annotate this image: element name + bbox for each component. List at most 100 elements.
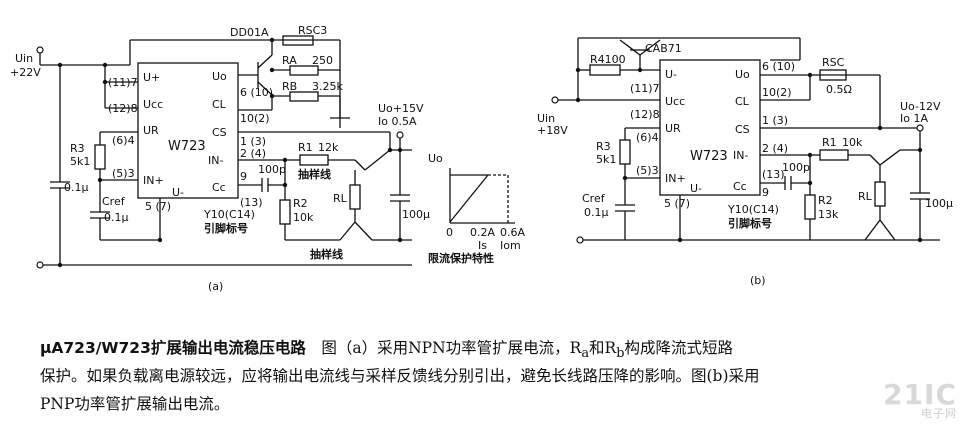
caption-line1-end: 构成降流式短路 xyxy=(624,339,733,357)
r4-label-b: R4100 xyxy=(590,53,626,66)
caption-line-1: μA723/W723扩展输出电流稳压电路 图（a）采用NPN功率管扩展电流，Ra… xyxy=(40,334,960,368)
r1-value-a: 12k xyxy=(318,141,339,154)
cin-value-a: 0.1μ xyxy=(64,181,89,194)
graph-xlabel-iom: Iom xyxy=(500,239,521,252)
pin-cc-num-a: 9 xyxy=(240,170,247,183)
pin-cc-b: Cc xyxy=(733,180,747,193)
pin-cs-num-a: 1 (3) xyxy=(240,135,266,148)
pin-cl-b: CL xyxy=(735,95,750,108)
graph-tick-0: 0 xyxy=(446,226,453,239)
watermark-text: 21IC xyxy=(883,378,957,411)
cref-value-b: 0.1μ xyxy=(584,206,609,219)
cref-label-b: Cref xyxy=(582,192,606,205)
rb-value: 3.25k xyxy=(312,80,343,93)
uin-terminal-a xyxy=(36,46,44,54)
pin-cc-num-b: (13) xyxy=(762,168,785,181)
pin-note2-a: 引脚标号 xyxy=(204,221,248,235)
uo-terminal-a xyxy=(396,131,404,139)
pin-inminus-a: IN- xyxy=(208,154,223,167)
r3-value-b: 5k1 xyxy=(596,153,616,166)
io-out-b: Io 1A xyxy=(900,112,928,125)
circuit-a-wiring xyxy=(39,35,412,266)
cout-b: 100μ xyxy=(925,197,953,210)
cc-cap-a: 100p xyxy=(258,163,286,176)
pin-ur-num-a: (6)4 xyxy=(112,134,135,147)
pin-note-b: Y10(C14) xyxy=(727,203,779,216)
pin-uplus-a: U+ xyxy=(143,71,160,84)
graph-y-label: Uo xyxy=(428,152,443,165)
pin-cs-b: CS xyxy=(735,123,750,136)
uo-out-b: Uo-12V xyxy=(900,100,941,113)
r2-value-b: 13k xyxy=(818,208,839,221)
pin-cc-a: Cc xyxy=(212,181,226,194)
chip-name-b: W723 xyxy=(690,149,728,164)
pin-cs-num-b: 1 (3) xyxy=(762,114,788,127)
uin-terminal-b xyxy=(551,96,559,104)
uo-terminal-b xyxy=(916,124,924,132)
schematic-canvas: Uin +22V (11)7 U+ (12)8 Ucc (6)4 UR (5)3… xyxy=(10,24,953,293)
graph-tick-1: 0.2A xyxy=(470,226,495,239)
transistor-a-label: DD01A xyxy=(230,26,269,39)
pin-uo-a: Uo xyxy=(212,70,227,83)
pin-inplus-b: IN+ xyxy=(665,172,686,185)
gnd-terminal-b xyxy=(576,236,584,244)
pin-ur-a: UR xyxy=(143,124,159,137)
pin-cc2-num-b: 9 xyxy=(762,186,769,199)
figure-label-a: (a) xyxy=(208,280,223,293)
pin-inplus-a: IN+ xyxy=(143,174,164,187)
pin-cl-num-a: 10(2) xyxy=(240,112,270,125)
uo-out-a: Uo+15V xyxy=(378,102,424,115)
pin-ucc-num-a: (12)8 xyxy=(108,102,138,115)
caption-title: μA723/W723扩展输出电流稳压电路 xyxy=(40,339,306,357)
pin-uminus-num-b: 5 (7) xyxy=(664,197,690,210)
pin-uminus-num-a: 5 (7) xyxy=(145,200,171,213)
rsc-label-b: RSC xyxy=(822,56,845,69)
io-out-a: Io 0.5A xyxy=(378,115,417,128)
pin-ur-b: UR xyxy=(665,122,681,135)
r2-value-a: 10k xyxy=(293,211,314,224)
pin-note-a: Y10(C14) xyxy=(203,208,255,221)
pin-cs-a: CS xyxy=(212,126,227,139)
figure-label-b: (b) xyxy=(750,274,766,287)
cref-value-a: 0.1μ xyxy=(104,211,129,224)
r2-label-a: R2 xyxy=(293,197,308,210)
uin-label-a: Uin xyxy=(15,52,33,65)
r1-value-b: 10k xyxy=(842,136,863,149)
pin-uo-b: Uo xyxy=(735,68,750,81)
graph-caption: 限流保护特性 xyxy=(428,251,494,265)
caption-line-3: PNP功率管扩展输出电流。 xyxy=(40,395,230,413)
caption-and: 和R xyxy=(589,339,617,357)
ra-label: RA xyxy=(282,54,297,67)
rl-label-b: RL xyxy=(858,190,873,203)
pin-utop-num-b: (11)7 xyxy=(630,82,660,95)
r1-label-a: R1 xyxy=(298,141,313,154)
transistor-b-label: CAB71 xyxy=(645,42,682,55)
pin-ur-num-b: (6)4 xyxy=(636,131,659,144)
pin-inminus-num-b: 2 (4) xyxy=(762,142,788,155)
r3-value-a: 5k1 xyxy=(70,155,90,168)
chip-name-a: W723 xyxy=(168,139,206,154)
caption-sub-a: a xyxy=(581,346,590,362)
uin-label-b: Uin xyxy=(537,112,555,125)
watermark-logo: 21IC 电子网 xyxy=(883,378,957,421)
caption-sub-b: b xyxy=(616,346,625,362)
cout-a: 100μ xyxy=(402,208,430,221)
graph-xlabel-is: Is xyxy=(478,239,487,252)
ra-value: 250 xyxy=(312,54,333,67)
caption-line-2: 保护。如果负载离电源较远，应将输出电流线与采样反馈线分别引出，避免长线路压降的影… xyxy=(40,367,760,385)
pin-utop-b: U- xyxy=(665,68,677,81)
pin-cc2-num-a: (13) xyxy=(240,196,263,209)
pin-inplus-num-b: (5)3 xyxy=(636,164,659,177)
r3-label-b: R3 xyxy=(596,140,611,153)
graph-tick-2: 0.6A xyxy=(500,226,525,239)
pin-uo-num-a: 6 (10) xyxy=(240,86,273,99)
r3-label-a: R3 xyxy=(70,142,85,155)
pin-inminus-num-a: 2 (4) xyxy=(240,147,266,160)
pin-ucc-num-b: (12)8 xyxy=(630,108,660,121)
pin-uo-num-b: 6 (10) xyxy=(762,60,795,73)
pin-ucc-b: Ucc xyxy=(665,95,685,108)
limit-graph xyxy=(449,168,515,224)
uin-value-a: +22V xyxy=(10,66,41,79)
cref-label-a: Cref xyxy=(102,195,126,208)
uin-value-b: +18V xyxy=(537,124,568,137)
